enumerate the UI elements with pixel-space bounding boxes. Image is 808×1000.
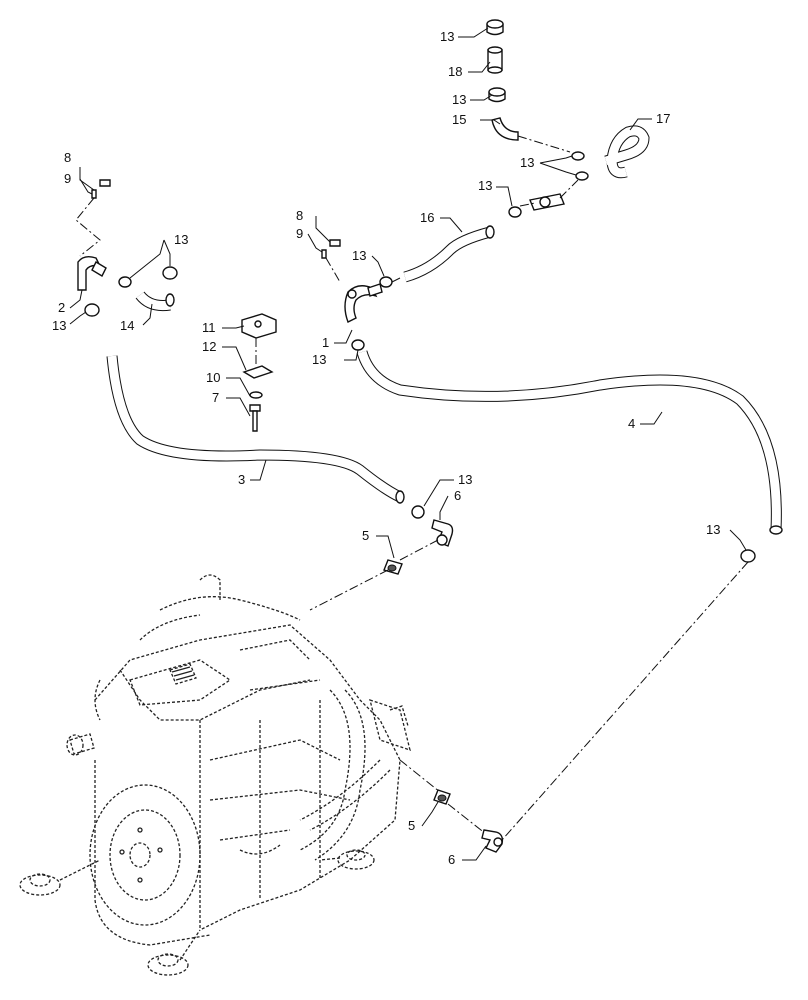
- callout-13: 13: [352, 248, 366, 263]
- callout-15: 15: [452, 112, 466, 127]
- callout-10: 10: [206, 370, 220, 385]
- callout-8: 8: [64, 150, 71, 165]
- callout-13: 13: [174, 232, 188, 247]
- callout-4: 4: [628, 416, 635, 431]
- callout-13: 13: [478, 178, 492, 193]
- engine-block: [19, 574, 411, 976]
- callout-leaders: [69, 27, 747, 861]
- callout-1: 1: [322, 335, 329, 350]
- left-side-fittings: [75, 179, 178, 317]
- top-right-fittings: [486, 19, 650, 218]
- callout-13: 13: [706, 522, 720, 537]
- callout-6: 6: [448, 852, 455, 867]
- callout-8: 8: [296, 208, 303, 223]
- hose-4: [356, 350, 783, 841]
- callout-11: 11: [202, 320, 216, 335]
- hose-3: [106, 355, 454, 611]
- hose-16: [403, 225, 495, 283]
- callout-9: 9: [296, 226, 303, 241]
- callout-13: 13: [458, 472, 472, 487]
- callout-9: 9: [64, 171, 71, 186]
- callout-7: 7: [212, 390, 219, 405]
- callout-13: 13: [52, 318, 66, 333]
- callout-3: 3: [238, 472, 245, 487]
- bottom-fittings: [399, 759, 504, 853]
- callout-5: 5: [408, 818, 415, 833]
- callout-17: 17: [656, 111, 670, 126]
- callout-6: 6: [454, 488, 461, 503]
- callout-18: 18: [448, 64, 462, 79]
- callout-labels: 13 18 13 15 17 13 13 16 8 9 8 9 13 13 2 …: [52, 29, 720, 867]
- callout-5: 5: [362, 528, 369, 543]
- callout-13: 13: [452, 92, 466, 107]
- callout-16: 16: [420, 210, 434, 225]
- bracket-assembly: [241, 313, 277, 432]
- callout-13: 13: [440, 29, 454, 44]
- callout-12: 12: [202, 339, 216, 354]
- right-side-fittings: [321, 239, 401, 351]
- callout-13: 13: [520, 155, 534, 170]
- callout-13: 13: [312, 352, 326, 367]
- callout-14: 14: [120, 318, 134, 333]
- callout-2: 2: [58, 300, 65, 315]
